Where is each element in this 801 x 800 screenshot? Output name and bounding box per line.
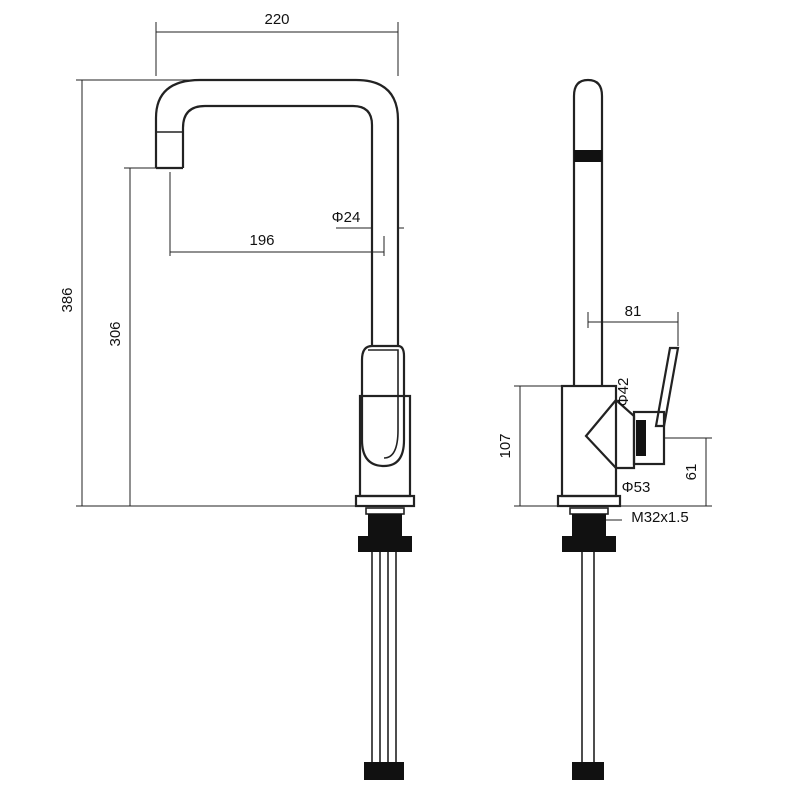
dim-phi24-label: Φ24 xyxy=(332,209,361,226)
dim-306-label: 306 xyxy=(107,321,124,346)
dim-107-label: 107 xyxy=(497,433,514,458)
dim-386-label: 386 xyxy=(59,287,76,312)
spout-outer xyxy=(154,78,400,346)
side-spout xyxy=(572,78,604,386)
front-lever xyxy=(360,344,406,468)
front-nut xyxy=(358,536,412,552)
dim-81-label: 81 xyxy=(625,303,642,320)
front-body xyxy=(358,394,412,498)
spout-inner xyxy=(181,104,374,346)
dim-phi42-label: Φ42 xyxy=(615,378,632,407)
side-thread xyxy=(572,514,606,536)
side-lever xyxy=(654,346,680,428)
side-nut xyxy=(562,536,616,552)
dim-phi53-label: Φ53 xyxy=(622,479,651,496)
side-base xyxy=(556,494,622,508)
front-lever-inner xyxy=(368,349,399,459)
front-view xyxy=(154,78,416,780)
dim-220-label: 220 xyxy=(264,11,289,28)
front-mount-plate xyxy=(365,507,405,515)
side-dimensions: 81 Φ42 107 61 Φ53 M32x1.5 xyxy=(497,303,712,526)
side-view xyxy=(556,78,680,780)
front-hose-fittings xyxy=(364,762,404,780)
side-hose-fitting xyxy=(572,762,604,780)
dim-196-label: 196 xyxy=(249,232,274,249)
side-body xyxy=(560,384,618,498)
dim-61-label: 61 xyxy=(683,464,700,481)
side-spout-band xyxy=(574,150,602,162)
front-base xyxy=(354,494,416,508)
side-lever-dark xyxy=(636,420,646,456)
side-cartridge xyxy=(584,398,636,470)
side-mount-plate xyxy=(569,507,609,515)
front-thread xyxy=(368,514,402,536)
dim-thread-label: M32x1.5 xyxy=(631,509,689,526)
front-dimensions: 220 386 306 196 Φ24 xyxy=(59,11,404,507)
